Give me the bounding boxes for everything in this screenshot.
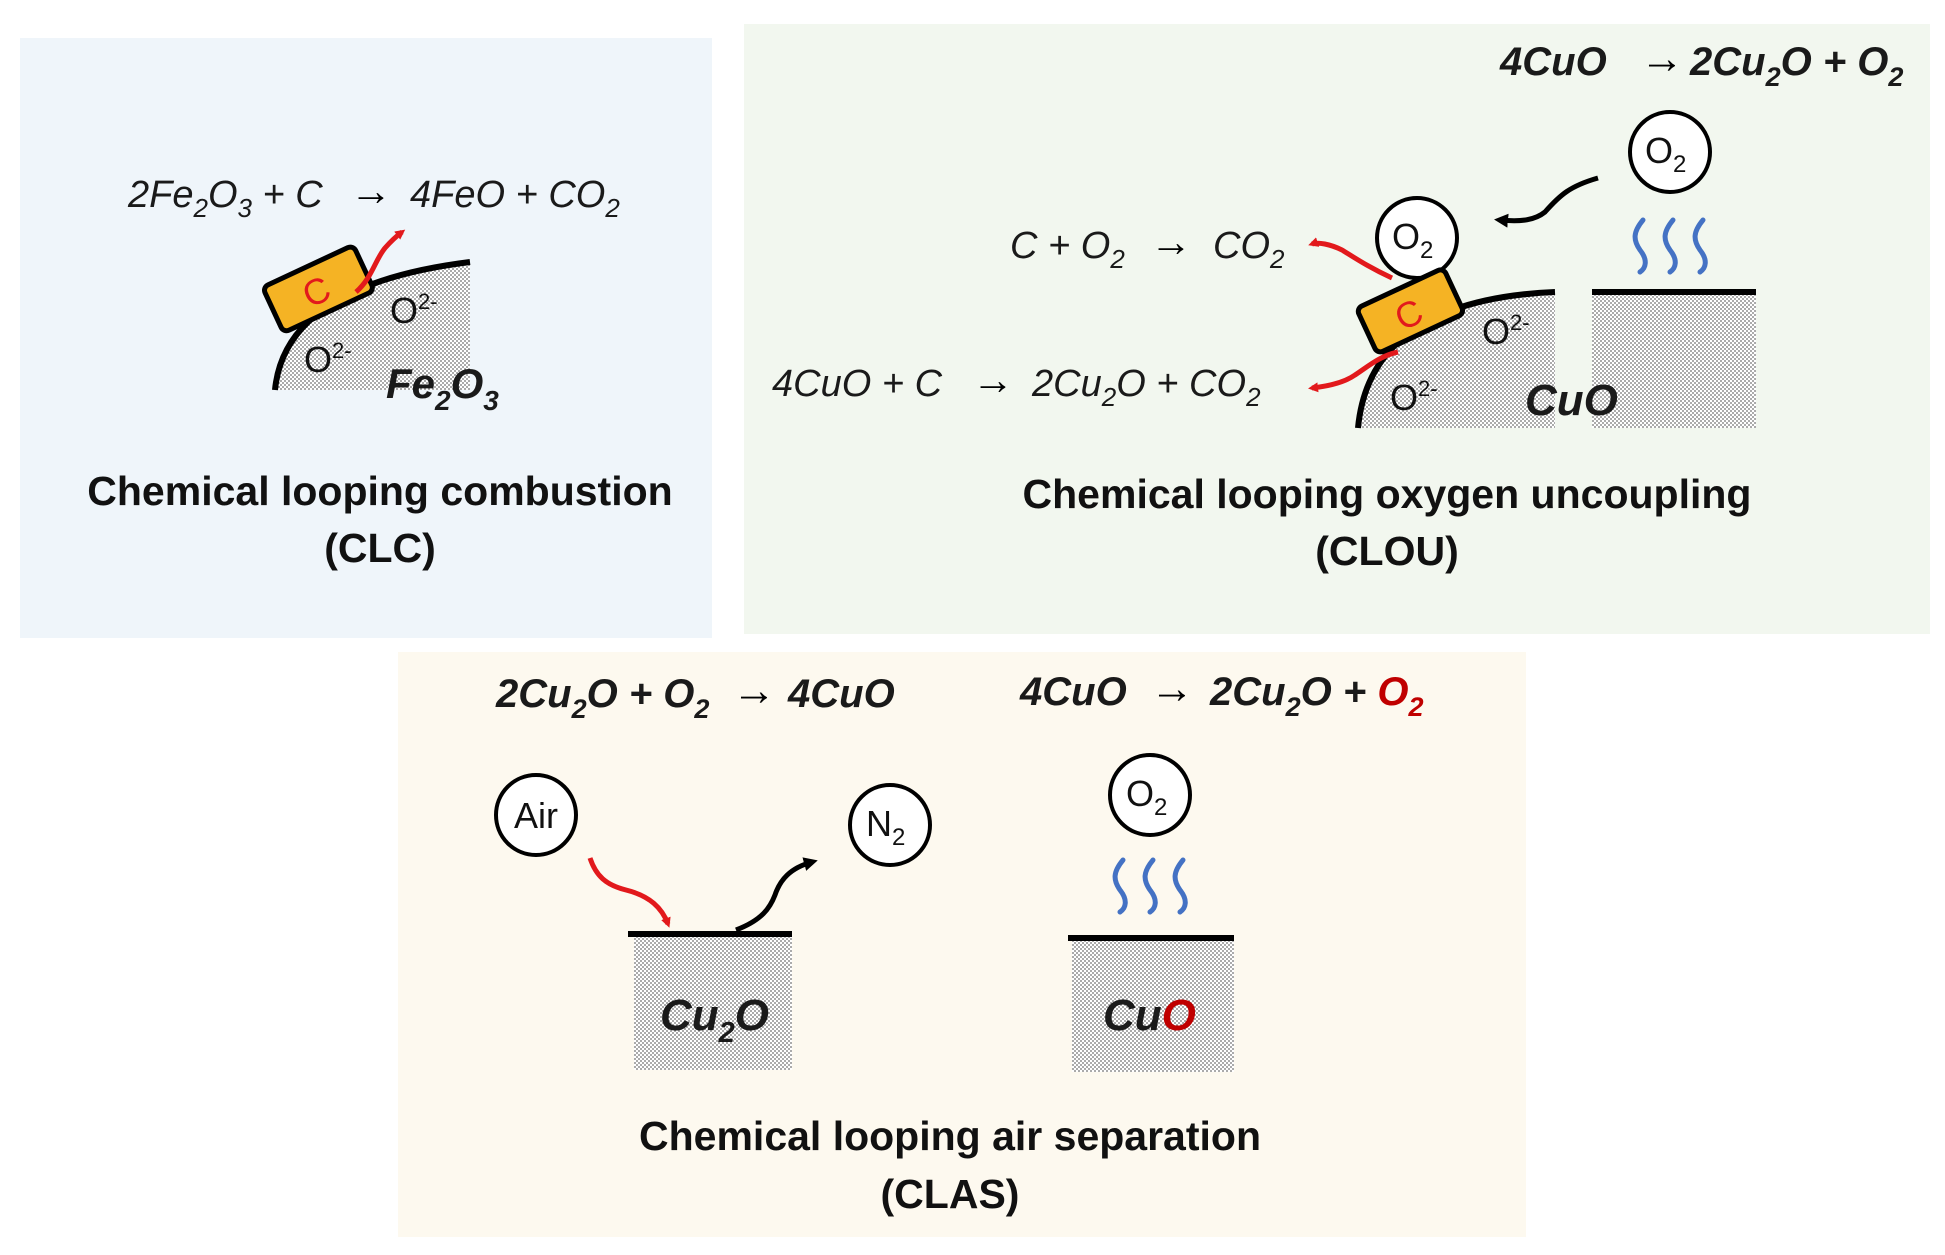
clou-top-arrow: → <box>1640 34 1684 83</box>
o2-adsorbed-label: O2 <box>1392 216 1433 264</box>
o2-released-bubble <box>1628 110 1712 194</box>
cuo-curved-particle <box>1358 292 1555 428</box>
clas-panel <box>398 652 1526 1237</box>
o2-released-label: O2 <box>1645 130 1686 178</box>
heat-waves-icon-clas <box>1112 857 1188 915</box>
cu2o-solid <box>634 934 792 1070</box>
oxide-ion-clou-2: O2- <box>1390 376 1438 418</box>
oxide-ion-clou-1: O2- <box>1482 310 1530 352</box>
air-bubble <box>494 773 578 857</box>
o2-transfer-arrow <box>1494 175 1599 228</box>
clc-reaction-arrow: → <box>350 167 392 214</box>
co2-arrow-upper <box>1308 237 1394 281</box>
n2-label: N2 <box>866 803 905 851</box>
clas-abbreviation: (CLAS) <box>881 1171 1020 1217</box>
o2-clas-label: O2 <box>1126 773 1167 821</box>
clou-abbreviation: (CLOU) <box>1315 528 1458 574</box>
n2-outflow-arrow <box>735 857 818 933</box>
clou-title: Chemical looping oxygen uncoupling <box>1023 471 1752 517</box>
clas-eq1-products: 4CuO <box>787 672 895 716</box>
clc-equation: 2Fe2O3 + C <box>127 174 323 223</box>
carbon-particle-clou: C <box>1355 267 1466 355</box>
cuo-label: CuO <box>1525 376 1618 425</box>
clc-abbreviation: (CLC) <box>324 525 436 571</box>
clas-eq2-reactants: 4CuO <box>1019 670 1127 714</box>
cuo-flat-solid <box>1592 292 1756 428</box>
n2-bubble <box>848 783 932 867</box>
clou-eq2-products: 2Cu2O + CO2 <box>1031 363 1261 412</box>
clas-title: Chemical looping air separation <box>639 1113 1261 1159</box>
oxide-ion-2: O2- <box>304 338 352 380</box>
clou-top-equation-reactant: 4CuO <box>1499 40 1607 84</box>
clou-top-equation-products: 2Cu2O + O2 <box>1689 40 1903 92</box>
fe2o3-particle <box>275 262 470 390</box>
cuo-solid-clas <box>1072 938 1234 1072</box>
air-inflow-arrow <box>587 857 671 928</box>
clou-eq2-arrow: → <box>972 356 1014 403</box>
co2-release-arrow <box>354 229 406 294</box>
clas-eq1-arrow: → <box>732 666 776 715</box>
air-label: Air <box>514 795 558 836</box>
heat-waves-icon <box>1632 217 1708 275</box>
clou-eq1-reactants: C + O2 <box>1010 225 1125 274</box>
fe2o3-label: Fe2O3 <box>386 360 499 416</box>
clas-eq2-arrow: → <box>1150 664 1194 713</box>
o2-bubble-clas <box>1108 753 1192 837</box>
cuo-label-clas: CuO <box>1103 991 1196 1040</box>
cu2o-label: Cu2O <box>660 991 769 1049</box>
carbon-particle: C <box>262 244 375 334</box>
clas-eq2-products: 2Cu2O + O2 <box>1209 670 1423 722</box>
clou-eq1-products: CO2 <box>1213 225 1285 274</box>
clou-eq1-arrow: → <box>1150 218 1192 265</box>
oxide-ion-1: O2- <box>390 289 438 331</box>
clas-eq1-reactants: 2Cu2O + O2 <box>495 672 709 724</box>
clou-eq2-reactants: 4CuO + C <box>772 363 943 405</box>
clc-title: Chemical looping combustion <box>87 468 672 514</box>
clc-equation-products: 4FeO + CO2 <box>410 174 620 223</box>
co2-arrow-lower <box>1308 349 1399 393</box>
